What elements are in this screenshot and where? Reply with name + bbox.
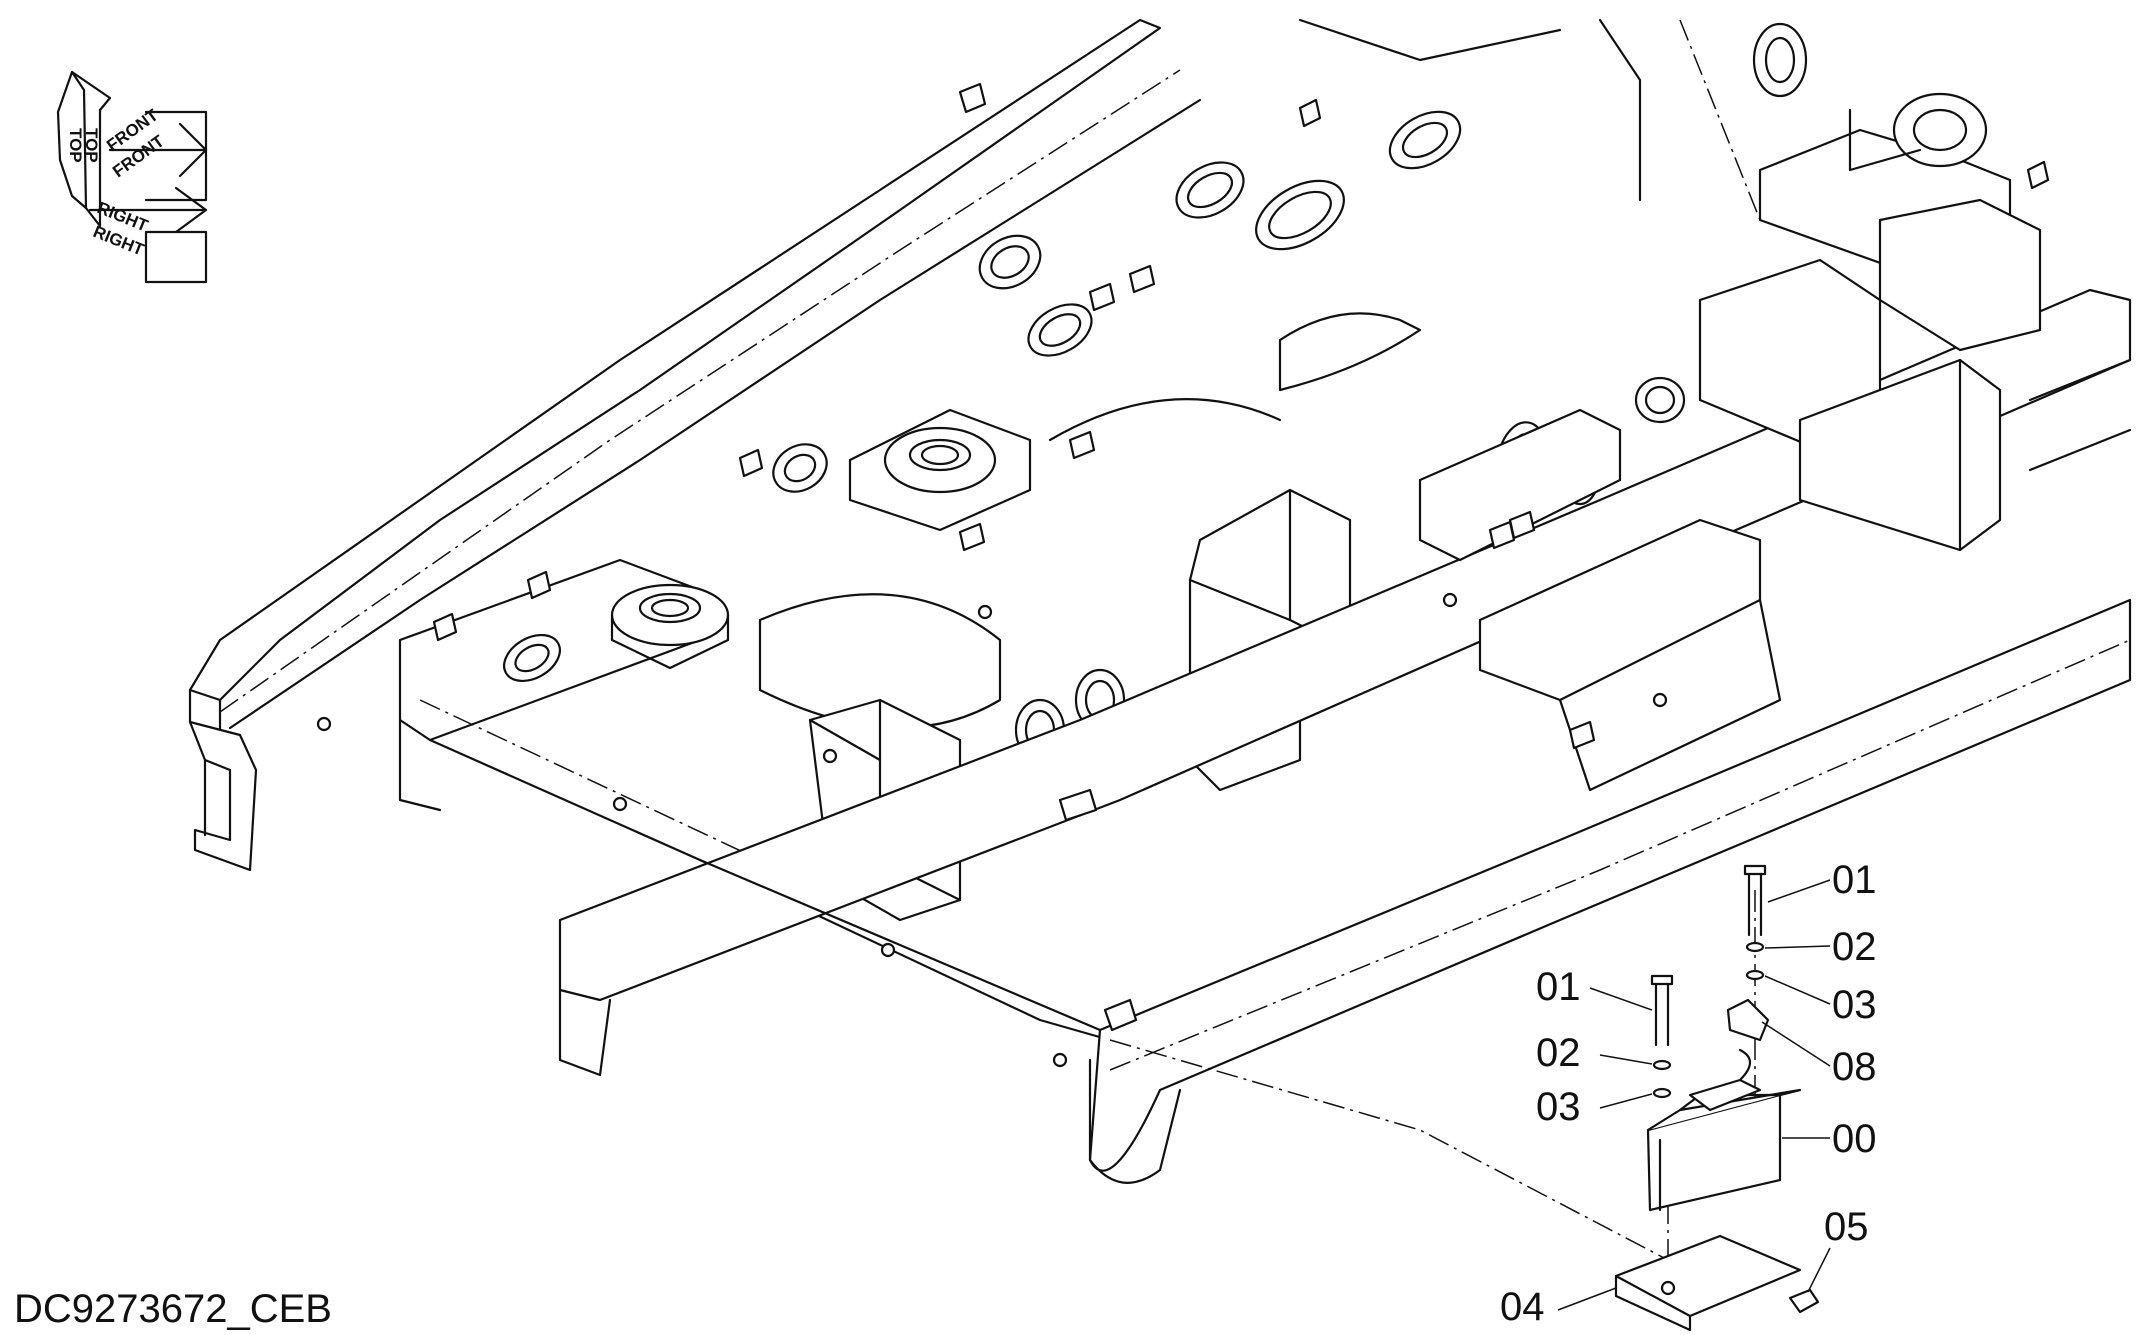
- drawing-id-label: DC9273672_CEB: [14, 1287, 332, 1331]
- callout-08: 08: [1832, 1045, 1877, 1089]
- callout-01-upper: 01: [1832, 858, 1877, 902]
- orientation-indicator: TOP TOP FRONT FRONT RIGHT RIGHT: [56, 70, 208, 284]
- callout-leaders: [1557, 879, 1831, 1311]
- callout-01-lower: 01: [1536, 965, 1581, 1009]
- exploded-parts: [1614, 864, 1820, 1332]
- bolt-heads: [316, 592, 1668, 1068]
- callout-02-upper: 02: [1832, 925, 1877, 969]
- orientation-top-label-2: TOP: [66, 128, 85, 163]
- callout-03-upper: 03: [1832, 983, 1877, 1027]
- callout-03-lower: 03: [1536, 1085, 1581, 1129]
- callout-02-lower: 02: [1536, 1031, 1581, 1075]
- callout-05: 05: [1824, 1205, 1869, 1249]
- clip-brackets: [432, 82, 2050, 1032]
- callout-04: 04: [1500, 1285, 1545, 1329]
- callout-labels: 01 02 03 08 00 01 02 03 05 04: [1500, 858, 1877, 1329]
- orientation-top-label: TOP: [82, 128, 101, 163]
- callout-00: 00: [1832, 1117, 1877, 1161]
- upper-frame-assembly: [188, 18, 2132, 1184]
